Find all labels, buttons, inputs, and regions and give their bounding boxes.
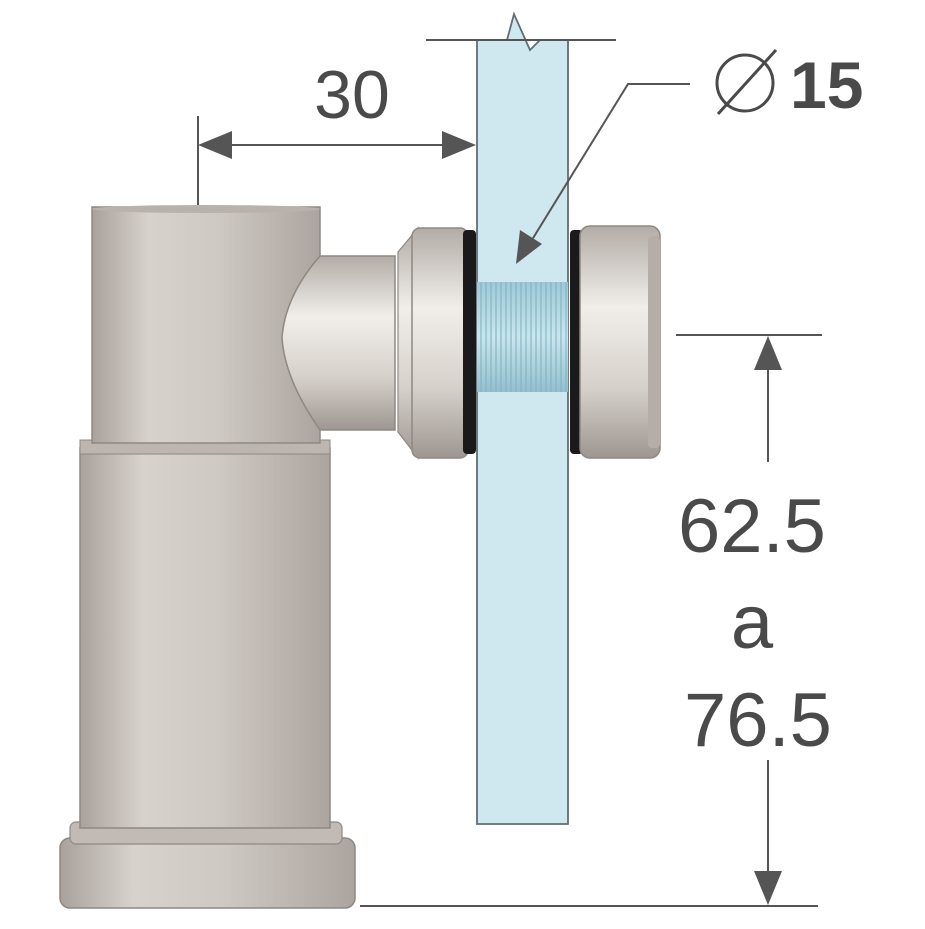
- height-min-label: 62.5: [678, 484, 826, 569]
- threaded-bolt: [477, 282, 568, 392]
- offset-label: 30: [314, 57, 390, 133]
- height-max-label: 76.5: [684, 678, 832, 763]
- clamp-left-disc: [397, 226, 476, 460]
- dimension-diameter: 15: [426, 39, 863, 264]
- lower-column: [79, 447, 331, 829]
- side-arm: [281, 255, 396, 431]
- clamp-right-disc: [570, 225, 661, 459]
- glass-panel: [476, 11, 569, 825]
- upper-column-top: [92, 205, 320, 213]
- height-connector-label: a: [731, 580, 774, 665]
- fitting-body: [59, 205, 396, 909]
- seal-left: [463, 230, 476, 454]
- upper-column: [91, 206, 321, 444]
- base-flange: [59, 837, 356, 909]
- diameter-label: 15: [790, 48, 863, 122]
- diameter-symbol-icon: [715, 48, 778, 116]
- dimension-height: 62.5 a 76.5: [360, 334, 832, 907]
- dimension-offset: 30: [197, 57, 476, 205]
